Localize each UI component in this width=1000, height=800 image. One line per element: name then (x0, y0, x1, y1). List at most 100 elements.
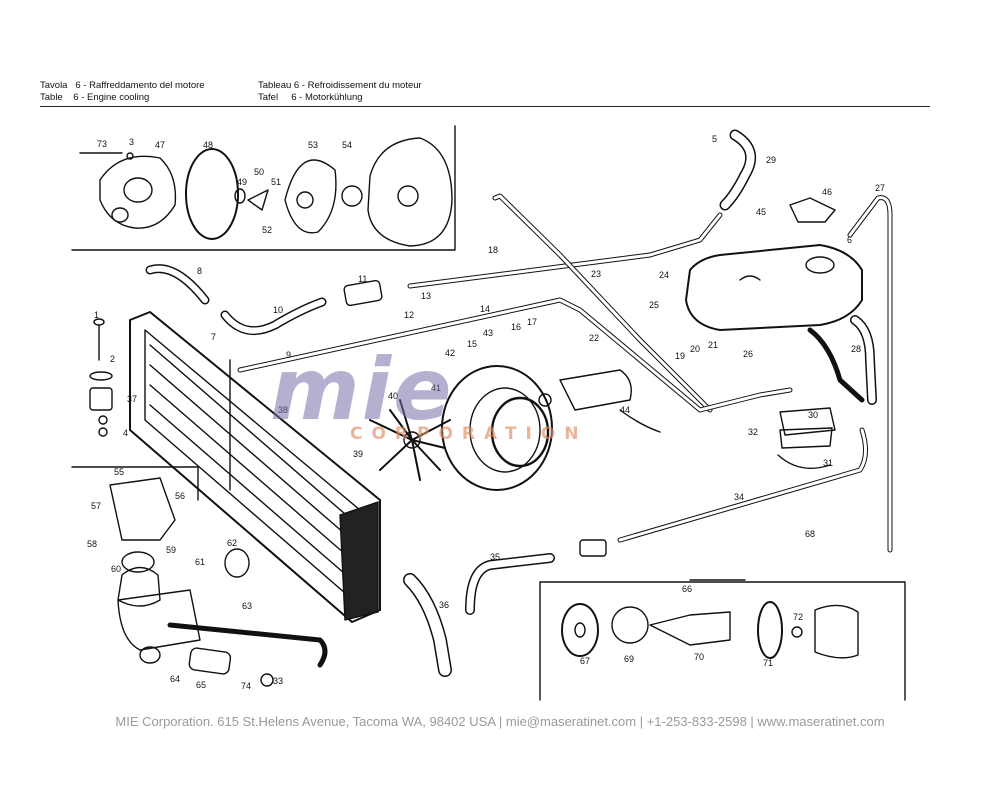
pipe-18-inner (408, 213, 722, 288)
inset-box-motor (539, 581, 906, 701)
watermark-logo: mie (270, 340, 454, 440)
callout-68: 68 (805, 529, 815, 539)
pipe-27-inner (848, 196, 892, 552)
callout-30: 30 (808, 410, 818, 420)
hose-36-inner (404, 574, 451, 676)
callout-47: 47 (155, 140, 165, 150)
thermostat-housing (109, 477, 274, 687)
motor-exploded (561, 579, 859, 659)
callout-55: 55 (114, 467, 124, 477)
pipe-18 (407, 212, 723, 289)
callout-20: 20 (690, 344, 700, 354)
callout-69: 69 (624, 654, 634, 664)
header-english: Table 6 - Engine cooling (40, 92, 150, 103)
sleeve-11 (343, 279, 383, 307)
callout-22: 22 (589, 333, 599, 343)
callout-15: 15 (467, 339, 477, 349)
callout-12: 12 (404, 310, 414, 320)
callout-21: 21 (708, 340, 718, 350)
hose-10-inner (222, 299, 325, 334)
callout-51: 51 (271, 177, 281, 187)
header-french: Tableau 6 - Refroidissement du moteur (258, 80, 422, 91)
footer-contact: MIE Corporation. 615 St.Helens Avenue, T… (115, 714, 885, 729)
callout-41: 41 (431, 383, 441, 393)
callout-4: 4 (123, 428, 128, 438)
callout-31: 31 (823, 458, 833, 468)
callout-19: 19 (675, 351, 685, 361)
fan-assembly (369, 365, 661, 491)
clip-group (777, 407, 836, 469)
callout-71: 71 (763, 658, 773, 668)
callout-40: 40 (388, 391, 398, 401)
callout-53: 53 (308, 140, 318, 150)
callout-17: 17 (527, 317, 537, 327)
pipe-14-inner (238, 298, 792, 412)
callout-36: 36 (439, 600, 449, 610)
callout-48: 48 (203, 140, 213, 150)
callout-33: 33 (273, 676, 283, 686)
callout-2: 2 (110, 354, 115, 364)
inset-box-pump (71, 125, 456, 251)
callout-61: 61 (195, 557, 205, 567)
callout-26: 26 (743, 349, 753, 359)
sleeve-11-lower (579, 539, 607, 557)
callout-14: 14 (480, 304, 490, 314)
callout-34: 34 (734, 492, 744, 502)
header-italian: Tavola 6 - Raffreddamento del motore (40, 80, 205, 91)
pipe-lower-return (167, 622, 328, 668)
callout-50: 50 (254, 167, 264, 177)
callout-23: 23 (591, 269, 601, 279)
callout-38: 38 (278, 405, 288, 415)
callout-39: 39 (353, 449, 363, 459)
callout-67: 67 (580, 656, 590, 666)
callout-56: 56 (175, 491, 185, 501)
callout-72: 72 (793, 612, 803, 622)
callout-58: 58 (87, 539, 97, 549)
callout-70: 70 (694, 652, 704, 662)
pipe-23-inner (493, 194, 712, 412)
hose-28-inner (851, 316, 876, 404)
callout-37: 37 (127, 394, 137, 404)
callout-49: 49 (237, 177, 247, 187)
callout-25: 25 (649, 300, 659, 310)
callout-60: 60 (111, 564, 121, 574)
water-pump-group (79, 137, 453, 247)
callout-54: 54 (342, 140, 352, 150)
radiator-mount (89, 318, 113, 437)
callout-52: 52 (262, 225, 272, 235)
pipe-34-inner (618, 428, 867, 542)
callout-16: 16 (511, 322, 521, 332)
callout-8: 8 (197, 266, 202, 276)
callout-9: 9 (286, 350, 291, 360)
callout-35: 35 (490, 552, 500, 562)
callout-13: 13 (421, 291, 431, 301)
callout-66: 66 (682, 584, 692, 594)
callout-11: 11 (358, 274, 367, 284)
callout-28: 28 (851, 344, 861, 354)
header-german: Tafel 6 - Motorkühlung (258, 92, 363, 103)
callout-59: 59 (166, 545, 176, 555)
callout-63: 63 (242, 601, 252, 611)
hose-35-inner (466, 554, 554, 614)
callout-18: 18 (488, 245, 498, 255)
callout-29: 29 (766, 155, 776, 165)
callout-3: 3 (129, 137, 134, 147)
hose-29-top-inner (721, 131, 755, 209)
header-rule (40, 106, 930, 107)
callout-24: 24 (659, 270, 669, 280)
callout-74: 74 (241, 681, 251, 691)
watermark-tagline: CORPORATION (350, 424, 588, 444)
callout-5: 5 (712, 134, 717, 144)
callout-32: 32 (748, 427, 758, 437)
callout-27: 27 (875, 183, 885, 193)
callout-42: 42 (445, 348, 455, 358)
callout-62: 62 (227, 538, 237, 548)
callout-6: 6 (847, 235, 852, 245)
callout-73: 73 (97, 139, 107, 149)
callout-10: 10 (273, 305, 283, 315)
callout-65: 65 (196, 680, 206, 690)
callout-46: 46 (822, 187, 832, 197)
radiator (129, 311, 381, 623)
